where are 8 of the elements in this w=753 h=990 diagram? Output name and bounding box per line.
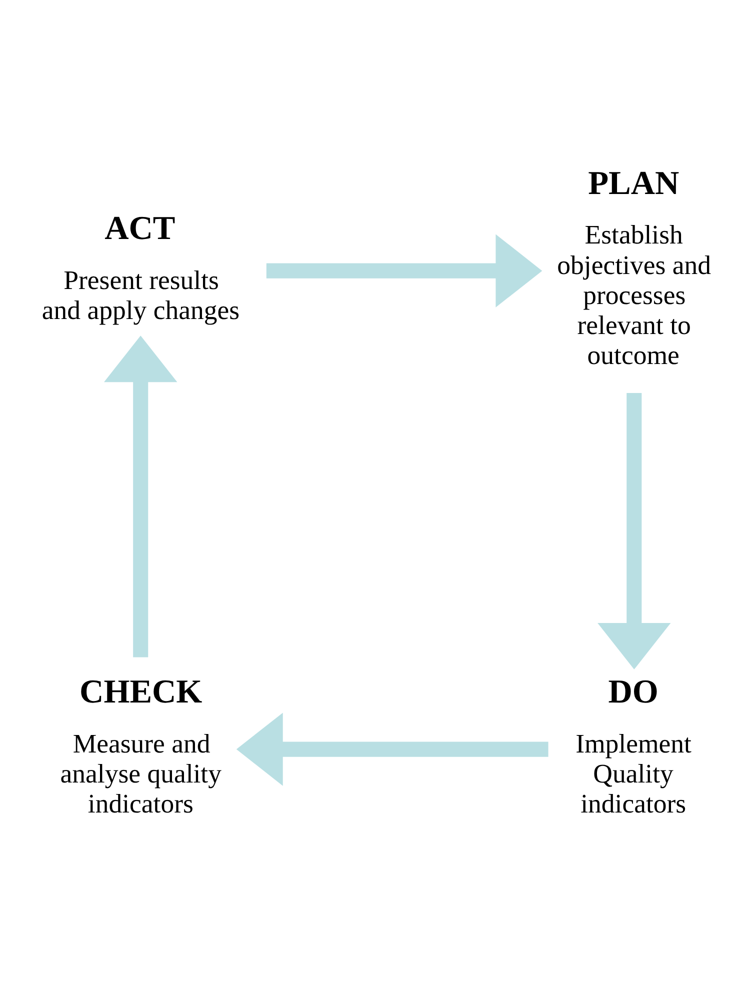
- arrow: [266, 234, 542, 308]
- arrow: [236, 712, 548, 786]
- arrow: [104, 336, 178, 658]
- node-text: DO Implement Quality indicators: [576, 673, 692, 819]
- node-text: CHECK Measure and analyse quality indicators: [60, 673, 222, 819]
- node-text: ACT Present results and apply changes: [42, 210, 240, 325]
- arrow: [598, 393, 671, 670]
- node-text: PLAN Establish objectives and processes relevant to outcome: [557, 164, 711, 370]
